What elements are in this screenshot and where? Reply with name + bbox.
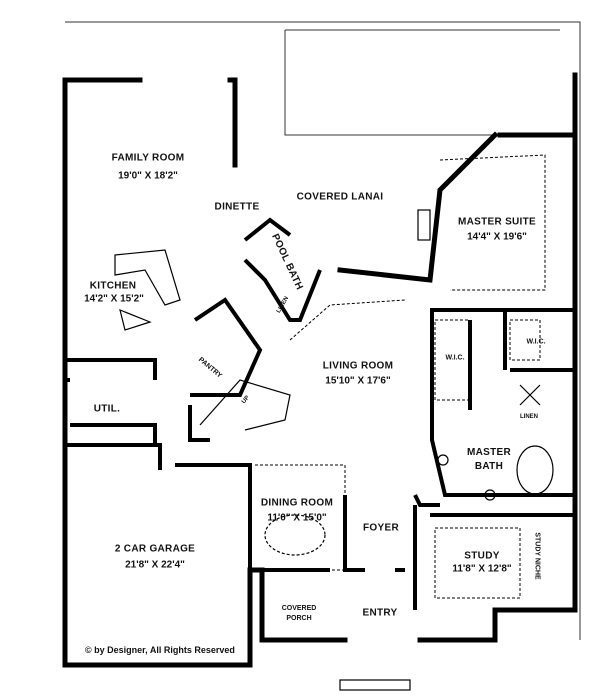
family-room-size: 19'0" X 18'2" [118,170,178,182]
family-room-label: FAMILY ROOM [111,152,185,164]
foyer-label: FOYER [363,522,399,534]
dashed-room-outlines [255,154,546,599]
dinette-label: DINETTE [214,201,260,213]
garage-label: 2 CAR GARAGE [114,543,196,555]
study-size: 11'8" X 12'8" [452,563,512,575]
bathtub [516,445,554,495]
covered-lanai-label: COVERED LANAI [296,191,384,203]
copyright-notice: © by Designer, All Rights Reserved [85,645,235,655]
entry-label: ENTRY [362,607,398,619]
util-label: UTIL. [93,403,121,415]
dining-table [264,514,326,556]
living-room-size: 15'10" X 17'6" [325,375,391,387]
dining-room-size: 11'0" X 15'0" [267,512,327,524]
covered-porch-label: COVERED PORCH [281,605,317,622]
fixtures [114,209,554,691]
kitchen-label: KITCHEN [89,280,137,292]
kitchen-prep-island [119,309,152,331]
master-suite-size: 14'4" X 19'6" [467,231,527,243]
wet-bar [417,209,431,241]
wic-left-label: W.I.C. [445,354,465,362]
kitchen-island [114,249,181,306]
exterior-walls [62,72,578,668]
kitchen-size: 14'2" X 15'2" [84,293,144,305]
property-lines [65,21,581,640]
study-niche-label: STUDY NICHE [533,532,541,580]
garage-size: 21'8" X 22'4" [125,559,185,571]
study-label: STUDY [464,550,500,562]
dining-room-label: DINING ROOM [260,497,334,509]
wic-right-label: W.I.C. [526,338,546,346]
linen-label: LINEN [520,414,538,420]
sink [484,489,496,501]
stairs [199,379,291,431]
sink [437,454,449,466]
master-suite-label: MASTER SUITE [457,216,537,228]
master-bath-label: MASTER BATH [466,447,512,472]
living-room-label: LIVING ROOM [322,360,394,372]
